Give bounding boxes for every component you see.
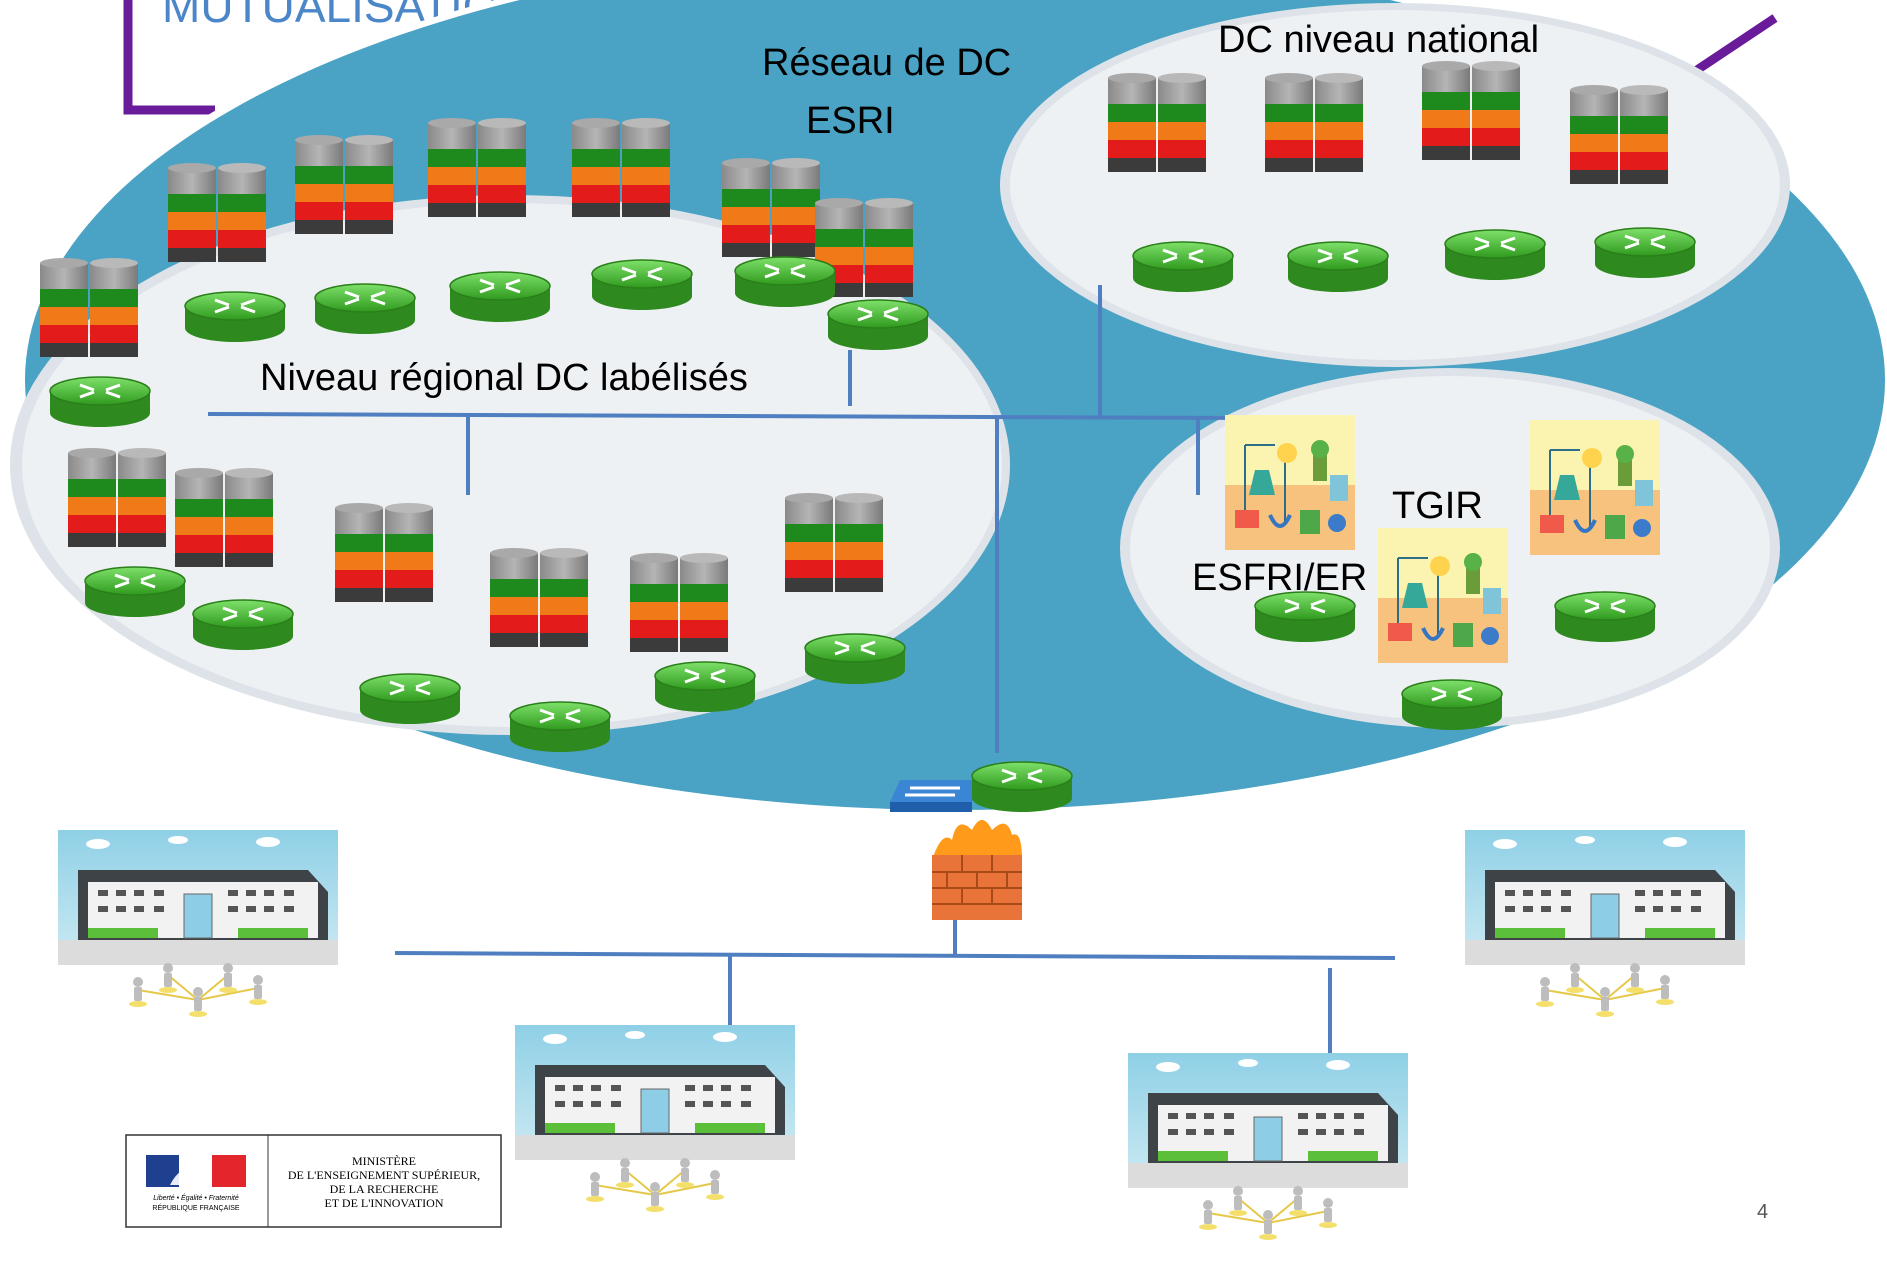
switch-icon [890, 780, 982, 812]
title-frame [123, 0, 1778, 115]
router-icon [970, 760, 1074, 814]
ministry-logo: Liberté • Égalité • Fraternité RÉPUBLIQU… [125, 1134, 502, 1228]
firewall-icon [932, 820, 1022, 920]
router-icon [1253, 590, 1357, 644]
science-lab-icon [1223, 413, 1357, 552]
router-icon [653, 660, 757, 714]
logo-line1: MINISTÈRE [352, 1154, 416, 1168]
router-icon [191, 598, 295, 652]
router-icon [1286, 240, 1390, 294]
science-lab-icon [1528, 418, 1662, 557]
logo-line2: DE L'ENSEIGNEMENT SUPÉRIEUR, [288, 1168, 480, 1182]
marianne-flag-icon [146, 1155, 246, 1187]
science-lab-icon [1376, 526, 1510, 665]
page-number: 4 [1757, 1201, 1768, 1223]
esfri-label: ESFRI/ER [1192, 557, 1367, 599]
router-icon [826, 298, 930, 352]
logo-line4: ET DE L'INNOVATION [324, 1196, 443, 1210]
campus-building-icon [1464, 829, 1746, 1018]
router-icon [48, 375, 152, 429]
router-icon [1131, 240, 1235, 294]
router-icon [1400, 678, 1504, 732]
national-oval-inner [1010, 10, 1780, 360]
campus-building-icon [57, 829, 339, 1018]
network-label: Réseau de DC [762, 42, 1011, 84]
router-icon [803, 632, 907, 686]
national-label: DC niveau national [1218, 19, 1539, 61]
router-icon [313, 282, 417, 336]
regional-label: Niveau régional DC labélisés [260, 357, 748, 399]
router-icon [358, 672, 462, 726]
logo-motto: Liberté • Égalité • Fraternité [153, 1193, 239, 1202]
router-icon [448, 270, 552, 324]
router-icon [508, 700, 612, 754]
network-sub-label: ESRI [806, 100, 895, 142]
campus-building-icon [514, 1024, 796, 1213]
router-icon [1593, 226, 1697, 280]
router-icon [733, 255, 837, 309]
router-icon [1443, 228, 1547, 282]
router-icon [590, 258, 694, 312]
router-icon [183, 290, 287, 344]
router-icon [1553, 590, 1657, 644]
tgir-label: TGIR [1392, 485, 1483, 527]
logo-republic: RÉPUBLIQUE FRANÇAISE [152, 1203, 239, 1212]
campus-building-icon [1127, 1052, 1409, 1241]
router-icon [83, 565, 187, 619]
logo-line3: DE LA RECHERCHE [330, 1182, 439, 1196]
